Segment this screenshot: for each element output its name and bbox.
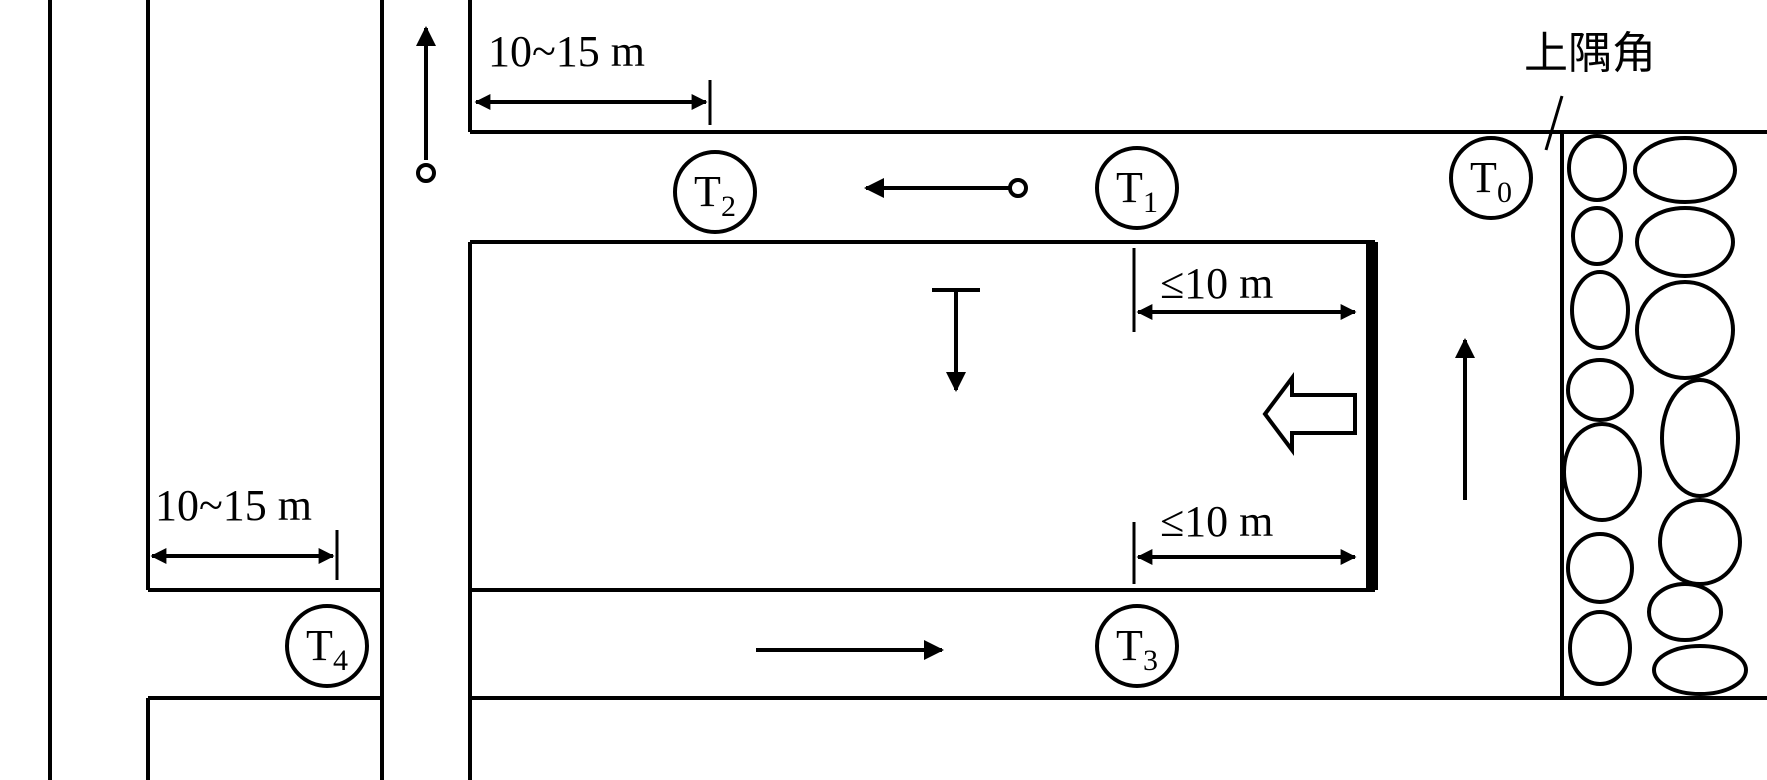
sensor-label: T1 — [1116, 163, 1158, 219]
sensor-T4: T4 — [285, 604, 369, 688]
return-shaft-measure-point — [416, 163, 436, 183]
left-spacing-label: 10~15 m — [155, 481, 312, 530]
lower-face-distance-label: ≤10 m — [1160, 497, 1273, 546]
airflow-arrows — [416, 26, 1475, 660]
rock — [1568, 610, 1632, 686]
sensor-T3: T3 — [1095, 604, 1179, 688]
roadway-walls — [48, 0, 1767, 780]
upper-face-distance-label: ≤10 m — [1160, 259, 1273, 308]
sensor-label: T0 — [1470, 153, 1512, 209]
rock — [1633, 136, 1737, 204]
rock — [1660, 378, 1740, 498]
corner-leader-line — [1544, 95, 1564, 151]
return-airway-measure-point — [1008, 178, 1028, 198]
rock — [1647, 582, 1723, 642]
sensor-circle — [1095, 146, 1179, 230]
top-spacing-label: 10~15 m — [488, 27, 645, 76]
rock — [1658, 498, 1742, 586]
sensor-circle — [673, 150, 757, 234]
rock — [1571, 206, 1623, 266]
rock — [1566, 532, 1634, 604]
sensor-circle — [285, 604, 369, 688]
sensor-T0: T0 — [1449, 136, 1533, 220]
goaf-rubble — [1562, 134, 1748, 696]
face-advance-hollow-arrow — [1262, 372, 1357, 456]
sensor-circle — [1449, 136, 1533, 220]
rock — [1567, 134, 1627, 202]
sensor-T1: T1 — [1095, 146, 1179, 230]
sensor-label: T4 — [306, 621, 348, 677]
rock — [1562, 422, 1642, 522]
dimension-marks: 10~15 m 10~15 m ≤10 m ≤10 m — [150, 27, 1357, 584]
sensor-circle — [1095, 604, 1179, 688]
rock — [1635, 206, 1735, 278]
rock — [1570, 270, 1630, 350]
rock — [1566, 358, 1634, 422]
sensor-label: T2 — [694, 167, 736, 223]
rock — [1635, 280, 1735, 380]
sensor-T2: T2 — [673, 150, 757, 234]
rock — [1652, 644, 1748, 696]
sensor-label: T3 — [1116, 621, 1158, 677]
upper-corner-label: 上隅角 — [1524, 28, 1656, 79]
